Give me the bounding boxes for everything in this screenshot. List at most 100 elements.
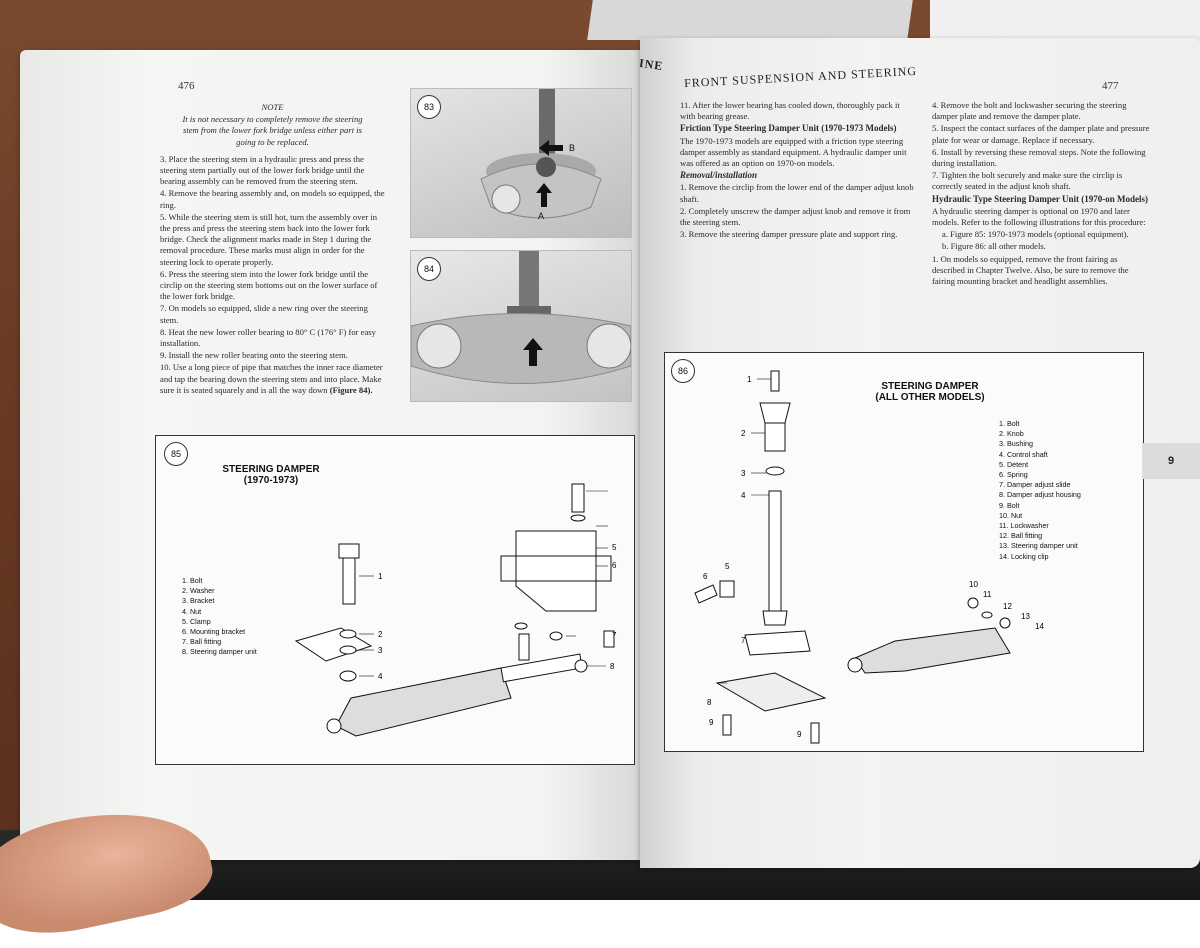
legend-item: 1. Bolt bbox=[182, 576, 203, 585]
note-title: NOTE bbox=[261, 102, 284, 112]
legend-item: 14. Locking clip bbox=[999, 551, 1049, 561]
legend-item: 4. Nut bbox=[182, 606, 202, 616]
legend-item: 12. Ball fitting bbox=[999, 531, 1043, 541]
legend-item: 2. Washer bbox=[182, 586, 215, 596]
body-paragraph: The 1970-1973 models are equipped with a… bbox=[680, 135, 907, 169]
figure-title-line: STEERING DAMPER bbox=[881, 381, 979, 392]
parts-legend: 1. Bolt 2. Knob 3. Bushing 4. Control sh… bbox=[999, 419, 1081, 562]
figure-title: STEERING DAMPER (1970-1973) bbox=[206, 464, 336, 486]
figure-84-photo: 84 bbox=[410, 250, 632, 402]
callout-label: 8 bbox=[610, 662, 615, 671]
callout-label: 14 bbox=[1035, 622, 1044, 631]
legend-item: 5. Detent bbox=[999, 459, 1029, 469]
callout-label: 3 bbox=[378, 646, 383, 655]
left-text-column: NOTE It is not necessary to completely r… bbox=[160, 102, 385, 397]
legend-item: 4. Control shaft bbox=[999, 449, 1048, 459]
step-paragraph: 7. On models so equipped, slide a new ri… bbox=[160, 303, 368, 325]
figure-title-line: (ALL OTHER MODELS) bbox=[875, 392, 985, 403]
exploded-view-85: 1 2 3 4 5 6 7 8 bbox=[294, 483, 617, 737]
running-head: FRONT SUSPENSION AND STEERING bbox=[683, 63, 918, 91]
photo-label-a: A bbox=[538, 211, 544, 221]
step-paragraph: 3. Remove the steering damper pressure p… bbox=[680, 229, 898, 240]
callout-label: 6 bbox=[703, 572, 708, 581]
figure-badge: 84 bbox=[417, 257, 441, 281]
callout-label: 11 bbox=[983, 590, 992, 599]
open-manual: 476 NOTE It is not necessary to complete… bbox=[20, 10, 1200, 870]
legend-item: 8. Damper adjust housing bbox=[999, 490, 1081, 500]
page-number: 476 bbox=[178, 80, 195, 92]
step-paragraph: 4. Remove the bearing assembly and, on m… bbox=[160, 188, 385, 210]
legend-item: 9. Bolt bbox=[999, 500, 1020, 510]
right-text-column-2: 4. Remove the bolt and lockwasher securi… bbox=[932, 100, 1150, 288]
figure-83-photo: A B 83 bbox=[410, 88, 632, 238]
step-paragraph: 1. On models so equipped, remove the fro… bbox=[932, 253, 1129, 287]
callout-label: 4 bbox=[378, 672, 383, 681]
step-paragraph: 1. Remove the circlip from the lower end… bbox=[680, 182, 914, 204]
step-paragraph: 6. Press the steering stem into the lowe… bbox=[160, 268, 378, 302]
callout-label: 2 bbox=[741, 429, 746, 438]
callout-label: 2 bbox=[378, 630, 383, 639]
callout-label: 8 bbox=[707, 698, 712, 707]
right-page: CHAPTER NINE FRONT SUSPENSION AND STEERI… bbox=[640, 38, 1200, 868]
callout-label: 7 bbox=[741, 636, 746, 645]
figure-badge: 83 bbox=[417, 95, 441, 119]
steering-stem-photo-83: A B bbox=[480, 89, 602, 221]
step-paragraph: 11. After the lower bearing has cooled d… bbox=[680, 100, 900, 122]
callout-label: 5 bbox=[725, 562, 730, 571]
exploded-view-86: 1 2 3 4 5 6 7 8 9 9 10 11 12 13 14 bbox=[694, 370, 1044, 744]
step-paragraph: 5. Inspect the contact surfaces of the d… bbox=[932, 123, 1150, 145]
callout-label: 5 bbox=[612, 543, 617, 552]
legend-item: 7. Ball fitting bbox=[182, 637, 222, 647]
figure-badge: 86 bbox=[671, 359, 695, 383]
chapter-heading: CHAPTER NINE bbox=[640, 45, 665, 74]
chapter-tab: 9 bbox=[1142, 443, 1200, 479]
callout-label: 3 bbox=[741, 469, 746, 478]
legend-item: 11. Lockwasher bbox=[999, 521, 1049, 531]
callout-label: 12 bbox=[1003, 602, 1012, 611]
step-paragraph: 10. Use a long piece of pipe that matche… bbox=[160, 362, 383, 395]
steering-stem-photo-84 bbox=[411, 251, 631, 384]
callout-label: 1 bbox=[378, 572, 383, 581]
legend-item: 5. Clamp bbox=[182, 616, 211, 626]
parts-legend: 1. Bolt 2. Washer 3. Bracket 4. Nut 5. C… bbox=[182, 576, 257, 658]
legend-item: 10. Nut bbox=[999, 510, 1023, 520]
callout-label: 1 bbox=[747, 375, 752, 384]
figure-85-diagram: 85 STEERING DAMPER (1970-1973) 1. Bolt 2… bbox=[155, 435, 635, 765]
section-heading: Hydraulic Type Steering Damper Unit (197… bbox=[932, 193, 1148, 204]
right-text-column-1: 11. After the lower bearing has cooled d… bbox=[680, 100, 915, 241]
legend-item: 13. Steering damper unit bbox=[999, 541, 1078, 551]
callout-label: 9 bbox=[797, 730, 802, 739]
callout-label: 4 bbox=[741, 491, 746, 500]
legend-item: 6. Spring bbox=[999, 470, 1028, 480]
legend-item: 8. Steering damper unit bbox=[182, 647, 257, 657]
step-paragraph: 6. Install by reversing these removal st… bbox=[932, 146, 1146, 169]
step-paragraph: 9. Install the new roller bearing onto t… bbox=[160, 350, 348, 361]
legend-item: 6. Mounting bracket bbox=[182, 627, 246, 637]
step-paragraph: 4. Remove the bolt and lockwasher securi… bbox=[932, 100, 1127, 122]
callout-label: 13 bbox=[1021, 612, 1030, 621]
figure-86-diagram: 86 STEERING DAMPER (ALL OTHER MODELS) 1.… bbox=[664, 352, 1144, 752]
figure-title-line: STEERING DAMPER bbox=[222, 464, 320, 475]
photo-label-b: B bbox=[569, 143, 575, 153]
step-paragraph: 2. Completely unscrew the damper adjust … bbox=[680, 205, 911, 228]
callout-label: 9 bbox=[709, 718, 714, 727]
callout-label: 6 bbox=[612, 561, 617, 570]
figure-title: STEERING DAMPER (ALL OTHER MODELS) bbox=[855, 381, 1005, 403]
subsection-heading: Removal/installation bbox=[680, 170, 758, 181]
step-paragraph: 5. While the steering stem is still hot,… bbox=[160, 211, 378, 267]
figure-badge: 85 bbox=[164, 442, 188, 466]
list-item: a. Figure 85: 1970-1973 models (optional… bbox=[942, 229, 1129, 240]
callout-label: 7 bbox=[612, 631, 617, 640]
paper-scrap bbox=[930, 0, 1200, 45]
legend-item: 7. Damper adjust slide bbox=[999, 480, 1071, 490]
figure-title-line: (1970-1973) bbox=[243, 475, 299, 486]
figure-reference: (Figure 84). bbox=[329, 384, 373, 395]
body-paragraph: A hydraulic steering damper is optional … bbox=[932, 205, 1146, 228]
callout-label: 10 bbox=[969, 580, 978, 589]
legend-item: 3. Bracket bbox=[182, 596, 215, 606]
legend-item: 2. Knob bbox=[999, 429, 1024, 439]
note-text: It is not necessary to completely remove… bbox=[182, 114, 363, 147]
legend-item: 3. Bushing bbox=[999, 439, 1033, 449]
step-paragraph: 7. Tighten the bolt securely and make su… bbox=[932, 170, 1123, 192]
list-item: b. Figure 86: all other models. bbox=[942, 241, 1046, 252]
